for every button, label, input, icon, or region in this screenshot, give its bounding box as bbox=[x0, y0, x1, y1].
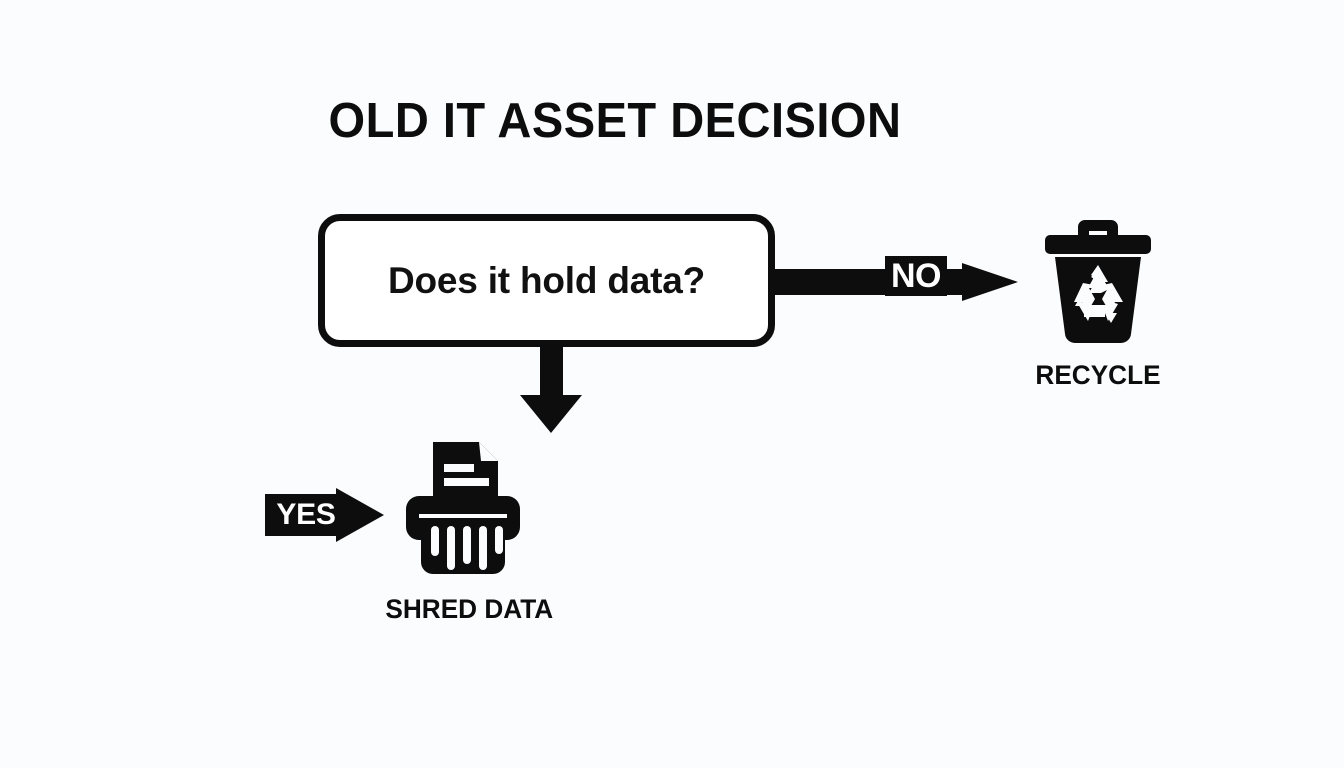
arrow-shaft: YES bbox=[265, 494, 339, 536]
page-title: OLD IT ASSET DECISION bbox=[328, 94, 902, 148]
decision-box[interactable]: Does it hold data? bbox=[318, 214, 775, 347]
arrow-shaft bbox=[540, 345, 563, 401]
yes-branch-down-arrow-icon bbox=[520, 345, 582, 433]
arrow-head bbox=[520, 395, 582, 433]
yes-branch-label: YES bbox=[276, 498, 336, 531]
shred-outcome-label: SHRED DATA bbox=[385, 594, 554, 624]
decision-question-label: Does it hold data? bbox=[387, 259, 706, 301]
shred-outcome-node[interactable]: SHRED DATA bbox=[383, 440, 554, 625]
recycle-bin-icon bbox=[1045, 220, 1151, 344]
paper-shredder-icon bbox=[406, 442, 520, 574]
arrow-head bbox=[962, 263, 1018, 301]
no-branch-label: NO bbox=[891, 257, 942, 295]
no-branch-label-badge: NO bbox=[885, 256, 947, 296]
arrow-head bbox=[336, 488, 384, 542]
recycle-outcome-node[interactable]: RECYCLE bbox=[1018, 218, 1178, 391]
yes-branch-arrow-icon: YES bbox=[265, 488, 385, 542]
recycle-outcome-label: RECYCLE bbox=[1035, 360, 1161, 390]
